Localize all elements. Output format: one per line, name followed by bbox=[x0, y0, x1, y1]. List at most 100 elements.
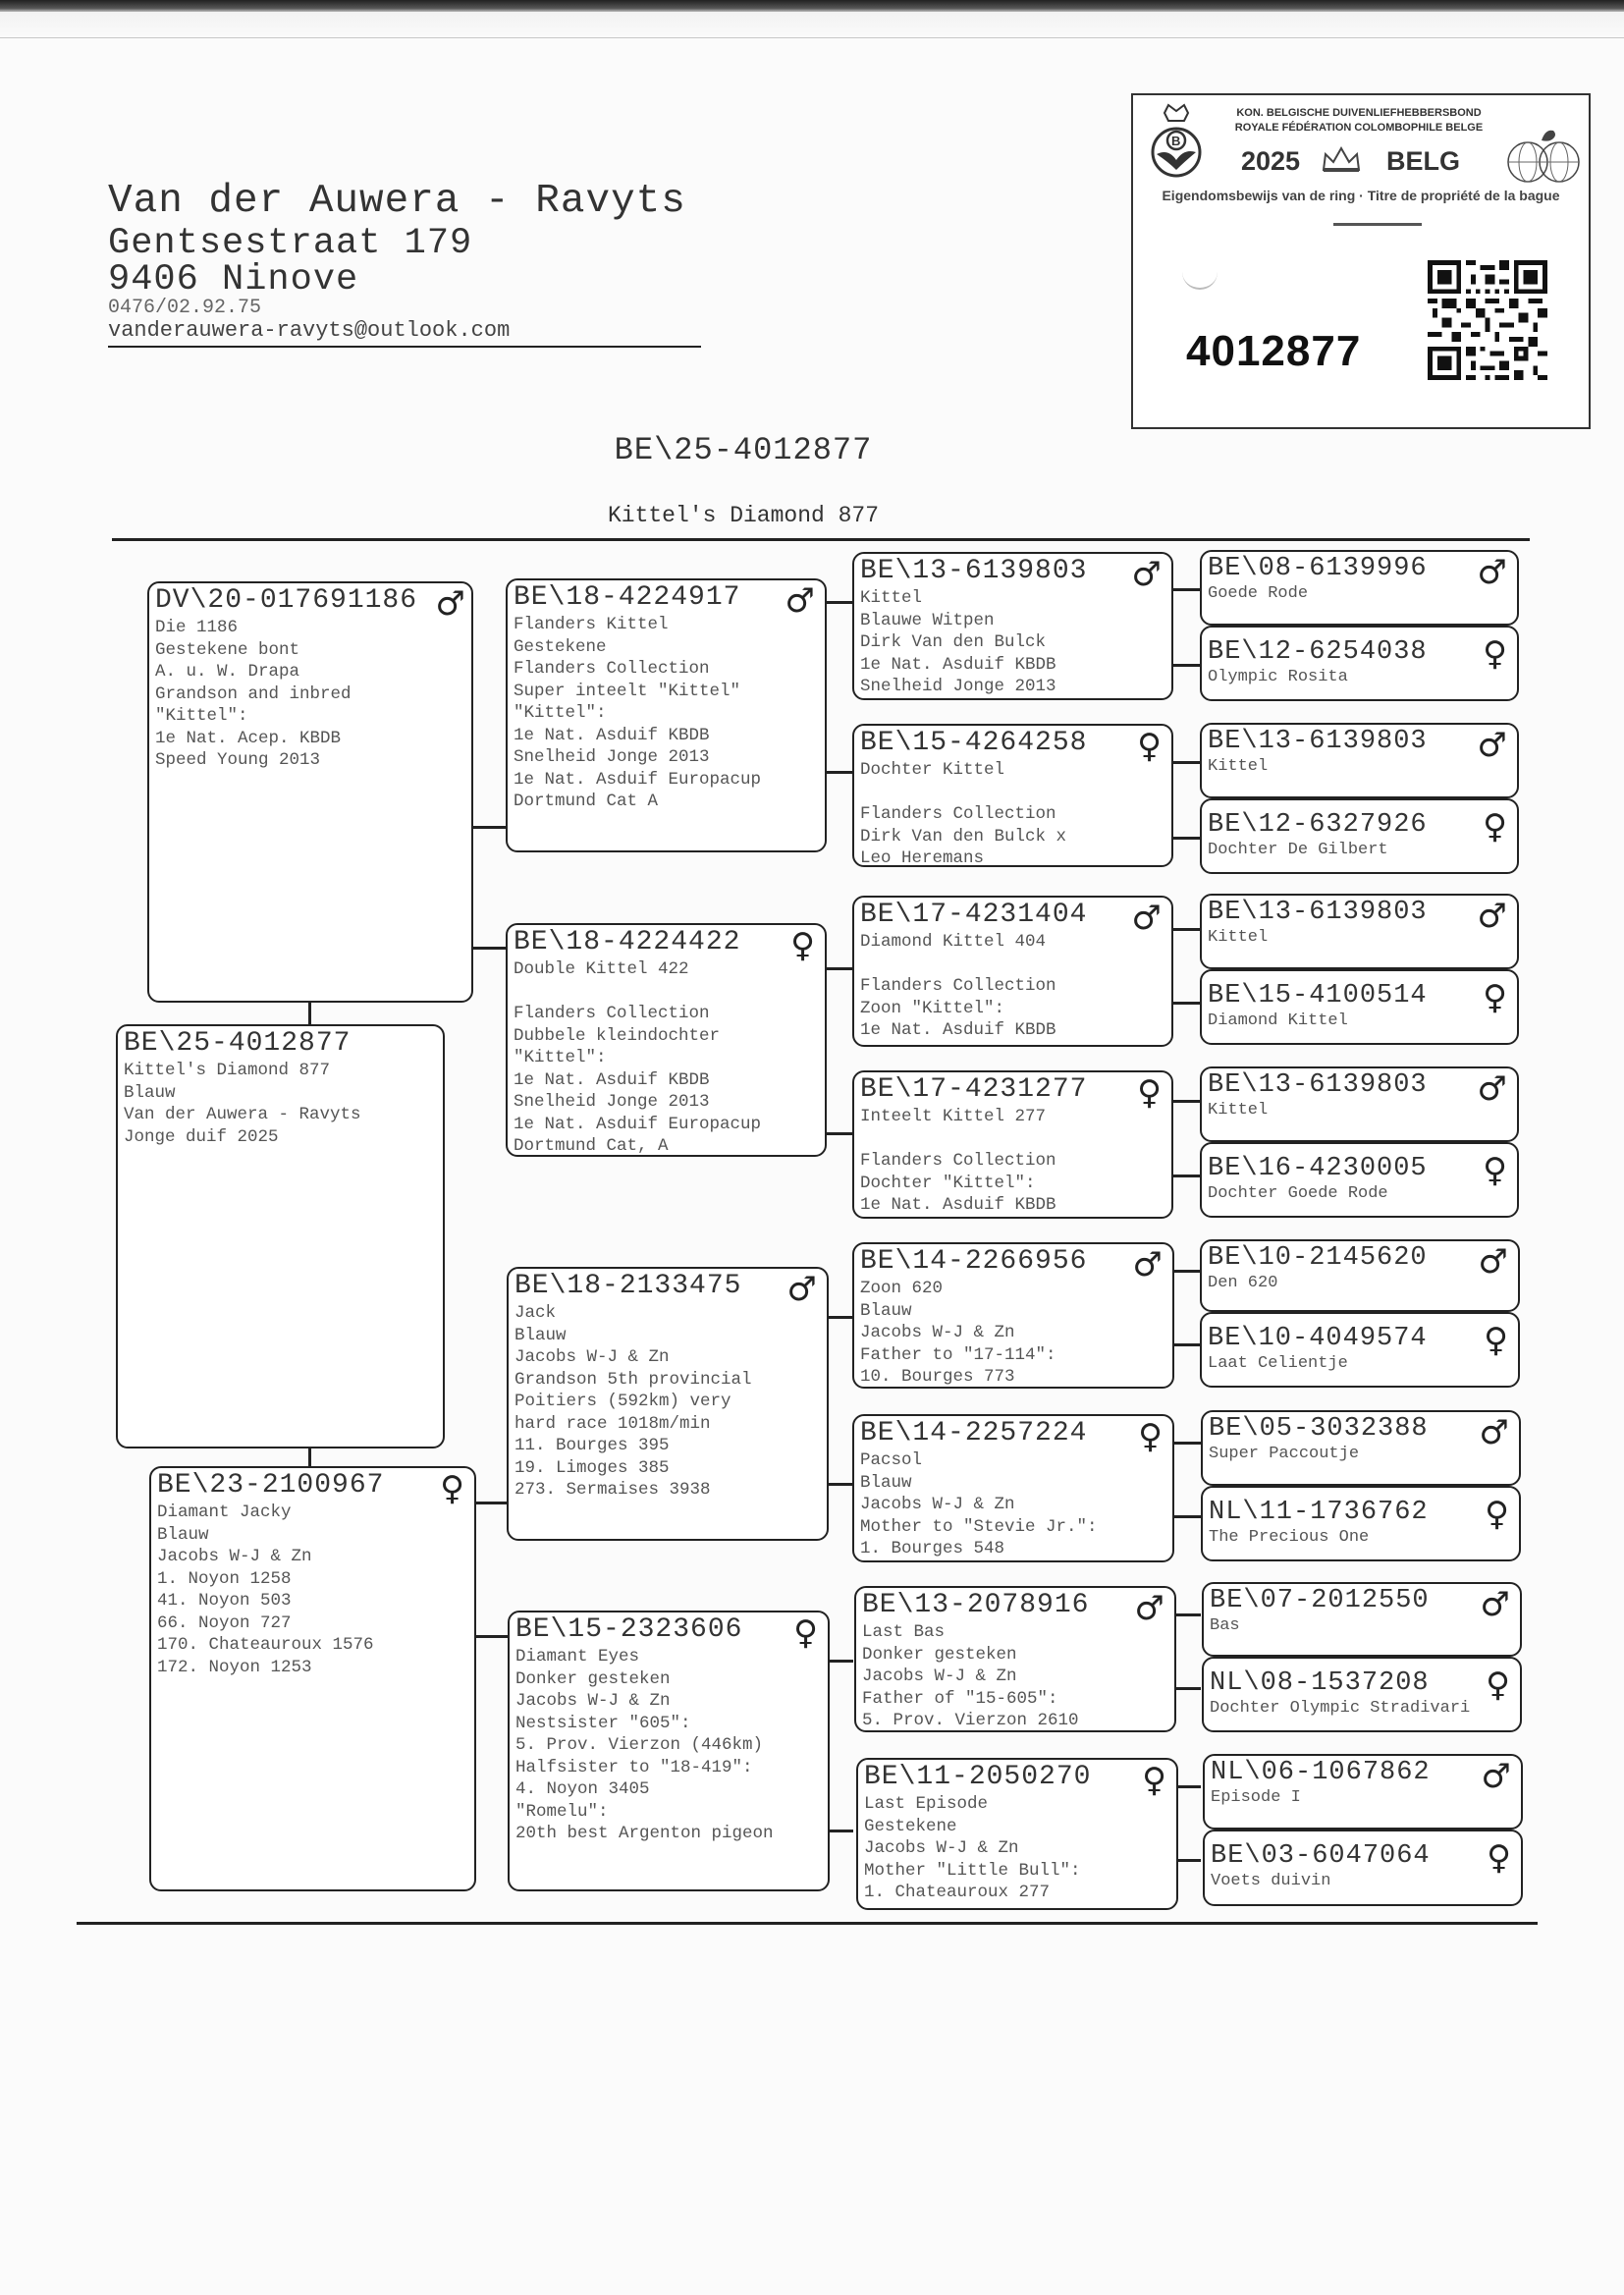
ring-number: BE\13-6139803 bbox=[1208, 898, 1428, 927]
pigeon-card-ssd[interactable]: BE\15-4264258 ♀ Dochter Kittel Flanders … bbox=[852, 724, 1173, 867]
pigeon-card-dsd[interactable]: BE\14-2257224 ♀ Pacsol Blauw Jacobs W-J … bbox=[852, 1414, 1174, 1562]
pedigree-ring-text: BE\25-4012877 bbox=[614, 432, 873, 468]
pigeon-card-g4-12[interactable]: BE\07-2012550 ♂ Bas bbox=[1202, 1582, 1522, 1657]
pigeon-card-g4-14[interactable]: NL\06-1067862 ♂ Episode I bbox=[1203, 1754, 1523, 1830]
male-icon: ♂ bbox=[1477, 553, 1507, 592]
pigeon-card-sds[interactable]: BE\17-4231404 ♂ Diamond Kittel 404 Fland… bbox=[852, 896, 1173, 1047]
ring-number: NL\06-1067862 bbox=[1211, 1758, 1431, 1787]
connector bbox=[826, 771, 853, 774]
card-org-nl: KON. BELGISCHE DUIVENLIEFHEBBERSBOND bbox=[1236, 107, 1482, 119]
pigeon-card-dds[interactable]: BE\13-2078916 ♂ Last Bas Donker gesteken… bbox=[854, 1586, 1176, 1732]
pigeon-detail bbox=[860, 782, 1165, 804]
pigeon-card-g4-5[interactable]: BE\15-4100514 ♀ Diamond Kittel bbox=[1200, 969, 1519, 1045]
pigeon-name: Voets duivin bbox=[1211, 1872, 1331, 1890]
pigeon-card-g4-13[interactable]: NL\08-1537208 ♀ Dochter Olympic Stradiva… bbox=[1202, 1657, 1522, 1732]
connector bbox=[472, 947, 507, 950]
pigeon-detail: Blauw bbox=[157, 1524, 209, 1545]
pigeon-detail: A. u. W. Drapa bbox=[155, 662, 300, 682]
pigeon-name: Flanders Kittel bbox=[514, 615, 669, 634]
connector bbox=[826, 601, 853, 604]
pigeon-name: Dochter Kittel bbox=[860, 760, 1005, 780]
card-mark bbox=[1333, 223, 1422, 226]
pigeon-detail: Blauw bbox=[514, 1325, 567, 1345]
pigeon-card-dam-sire[interactable]: BE\18-2133475 ♂ Jack Blauw Jacobs W-J & … bbox=[507, 1267, 829, 1541]
pigeon-detail: Father to "17-114": bbox=[860, 1344, 1056, 1365]
pigeon-card-g4-10[interactable]: BE\05-3032388 ♂ Super Paccoutje bbox=[1201, 1410, 1521, 1486]
pigeon-detail: Dochter "Kittel": bbox=[860, 1173, 1036, 1193]
pigeon-card-ddd[interactable]: BE\11-2050270 ♀ Last Episode Gestekene J… bbox=[856, 1758, 1178, 1910]
female-icon: ♀ bbox=[1138, 1417, 1163, 1456]
pigeon-card-g4-3[interactable]: BE\12-6327926 ♀ Dochter De Gilbert bbox=[1200, 798, 1519, 874]
pigeon-detail: Snelheid Jonge 2013 bbox=[860, 677, 1056, 696]
pigeon-name: Kittel bbox=[1208, 757, 1269, 776]
pigeon-name: Dochter De Gilbert bbox=[1208, 841, 1388, 859]
pigeon-detail: 1. Chateauroux 277 bbox=[864, 1883, 1051, 1902]
pigeon-name: Last Episode bbox=[864, 1794, 989, 1814]
pigeon-card-dam[interactable]: BE\23-2100967 ♀ Diamant Jacky Blauw Jaco… bbox=[149, 1466, 476, 1891]
pigeon-detail: 172. Noyon 1253 bbox=[157, 1657, 312, 1677]
female-icon: ♀ bbox=[1486, 1666, 1510, 1705]
pigeon-detail: Donker gesteken bbox=[862, 1644, 1017, 1665]
pigeon-card-dam-dam[interactable]: BE\15-2323606 ♀ Diamant Eyes Donker gest… bbox=[508, 1611, 830, 1891]
pigeon-card-g4-0[interactable]: BE\08-6139996 ♂ Goede Rode bbox=[1200, 550, 1519, 626]
pigeon-name: Super Paccoutje bbox=[1209, 1445, 1360, 1463]
pigeon-detail: Poitiers (592km) very bbox=[514, 1392, 731, 1411]
connector bbox=[1172, 1687, 1201, 1690]
pigeon-name: Diamond Kittel bbox=[1208, 1011, 1348, 1030]
connector bbox=[308, 1002, 311, 1025]
male-icon: ♂ bbox=[435, 584, 465, 624]
male-icon: ♂ bbox=[1134, 1589, 1164, 1628]
pigeon-detail: 1. Bourges 548 bbox=[860, 1539, 1005, 1558]
female-icon: ♀ bbox=[1137, 1073, 1162, 1113]
pigeon-card-g4-15[interactable]: BE\03-6047064 ♀ Voets duivin bbox=[1203, 1830, 1523, 1906]
pigeon-card-g4-11[interactable]: NL\11-1736762 ♀ The Precious One bbox=[1201, 1486, 1521, 1561]
pigeon-name: Kittel bbox=[860, 588, 923, 608]
pigeon-name: Last Bas bbox=[862, 1622, 946, 1642]
pigeon-name: Pacsol bbox=[860, 1450, 923, 1470]
pigeon-card-g4-6[interactable]: BE\13-6139803 ♂ Kittel bbox=[1200, 1066, 1519, 1142]
owner-email[interactable]: vanderauwera-ravyts@outlook.com bbox=[108, 318, 511, 343]
pigeon-card-dss[interactable]: BE\14-2266956 ♂ Zoon 620 Blauw Jacobs W-… bbox=[852, 1242, 1174, 1389]
pigeon-detail: 11. Bourges 395 bbox=[514, 1436, 670, 1455]
pigeon-name: Goede Rode bbox=[1208, 584, 1309, 603]
pigeon-detail: 10. Bourges 773 bbox=[860, 1367, 1015, 1387]
pigeon-card-sss[interactable]: BE\13-6139803 ♂ Kittel Blauwe Witpen Dir… bbox=[852, 552, 1173, 700]
pigeon-detail: Flanders Collection bbox=[514, 1004, 710, 1023]
pigeon-detail: Gestekene bbox=[864, 1816, 957, 1836]
pigeon-card-g4-8[interactable]: BE\10-2145620 ♂ Den 620 bbox=[1200, 1239, 1520, 1312]
pigeon-detail: 19. Limoges 385 bbox=[514, 1457, 670, 1478]
pigeon-card-sdd[interactable]: BE\17-4231277 ♀ Inteelt Kittel 277 Fland… bbox=[852, 1070, 1173, 1219]
pigeon-card-g4-2[interactable]: BE\13-6139803 ♂ Kittel bbox=[1200, 723, 1519, 798]
male-icon: ♂ bbox=[1132, 1245, 1163, 1284]
pigeon-detail: Dubbele kleindochter bbox=[514, 1025, 721, 1046]
qr-code-icon bbox=[1428, 260, 1547, 380]
pigeon-card-sire-sire[interactable]: BE\18-4224917 ♂ Flanders Kittel Gesteken… bbox=[506, 578, 827, 852]
female-icon: ♀ bbox=[790, 926, 815, 965]
pigeon-detail: 1e Nat. Asduif KBDB bbox=[514, 1069, 710, 1090]
pigeon-card-g4-9[interactable]: BE\10-4049574 ♀ Laat Celientje bbox=[1200, 1312, 1520, 1388]
ring-number: BE\14-2257224 bbox=[860, 1418, 1088, 1448]
pigeon-card-sire-dam[interactable]: BE\18-4224422 ♀ Double Kittel 422 Flande… bbox=[506, 923, 827, 1157]
male-icon: ♂ bbox=[1477, 726, 1507, 765]
pigeon-detail: 170. Chateauroux 1576 bbox=[157, 1635, 374, 1655]
male-icon: ♂ bbox=[1131, 555, 1162, 594]
female-icon: ♀ bbox=[1484, 1321, 1508, 1360]
pigeon-detail: Jacobs W-J & Zn bbox=[864, 1838, 1019, 1858]
connector bbox=[1172, 928, 1201, 931]
ring-number: BE\25-4012877 bbox=[124, 1028, 352, 1059]
card-smudge bbox=[1182, 270, 1218, 290]
pigeon-card-sire[interactable]: DV\20-017691186 ♂ Die 1186 Gestekene bon… bbox=[147, 581, 473, 1003]
pigeon-card-subject[interactable]: BE\25-4012877 Kittel's Diamond 877 Blauw… bbox=[116, 1024, 445, 1448]
pigeon-detail: 1. Noyon 1258 bbox=[157, 1568, 292, 1589]
ring-number: NL\11-1736762 bbox=[1209, 1498, 1429, 1527]
top-divider bbox=[112, 538, 1530, 541]
pigeon-card-g4-1[interactable]: BE\12-6254038 ♀ Olympic Rosita bbox=[1200, 626, 1519, 701]
pigeon-card-g4-7[interactable]: BE\16-4230005 ♀ Dochter Goede Rode bbox=[1200, 1142, 1519, 1218]
connector bbox=[826, 1132, 853, 1135]
pigeon-detail: Speed Young 2013 bbox=[155, 750, 321, 770]
pigeon-detail bbox=[514, 981, 819, 1004]
pigeon-card-g4-4[interactable]: BE\13-6139803 ♂ Kittel bbox=[1200, 894, 1519, 969]
ring-number: BE\18-4224422 bbox=[514, 927, 741, 957]
ring-number: BE\03-6047064 bbox=[1211, 1841, 1431, 1871]
connector bbox=[1172, 1442, 1201, 1445]
